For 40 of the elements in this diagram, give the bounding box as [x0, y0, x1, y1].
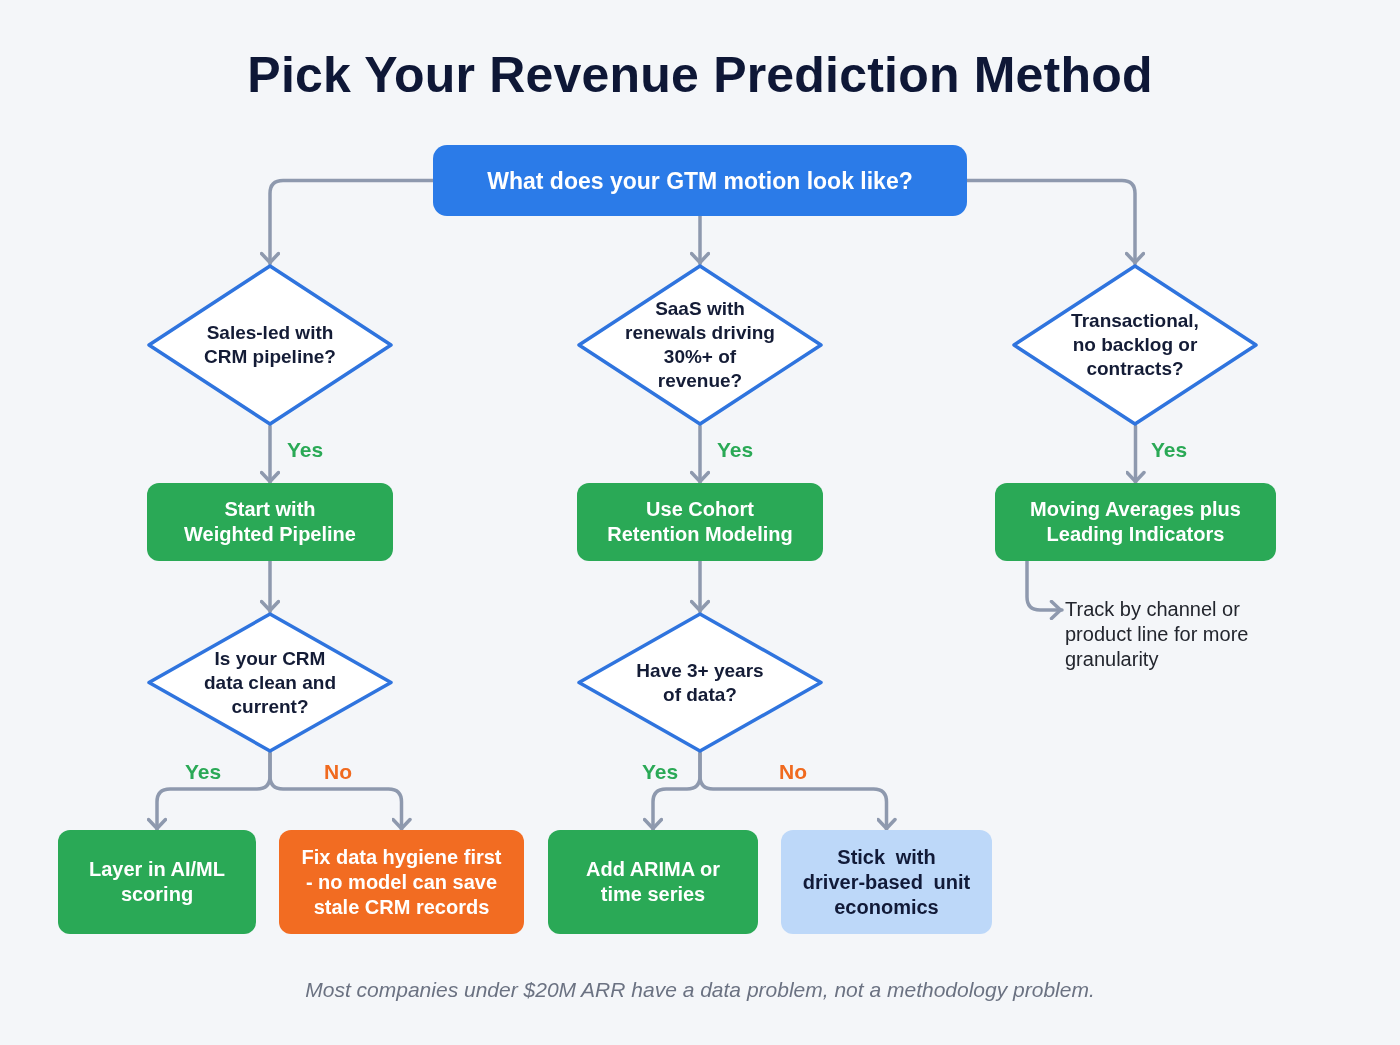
- question-text: Have 3+ years of data?: [635, 658, 765, 707]
- box-text: Start with Weighted Pipeline: [183, 497, 357, 547]
- caption: Most companies under $20M ARR have a data problem, not a methodology problem.: [305, 977, 1095, 1003]
- arrow: [698, 751, 897, 832]
- arrow: [259, 178, 435, 266]
- method-box: [147, 483, 393, 561]
- decision-diamond: [147, 264, 393, 426]
- box-text: Moving Averages plus Leading Indicators: [1029, 497, 1242, 547]
- decision-diamond: [147, 612, 393, 753]
- box-text: Stick with driver-based unit economics: [801, 844, 972, 920]
- box-text: Use Cohort Retention Modeling: [606, 497, 794, 547]
- decision-diamond: [1012, 264, 1258, 426]
- question-text: Sales-led with CRM pipeline?: [203, 321, 337, 369]
- method-box: [577, 483, 823, 561]
- box-text: Add ARIMA or time series: [584, 857, 722, 907]
- arrow: [1025, 559, 1064, 621]
- method-box: [58, 830, 256, 934]
- arrow: [259, 559, 281, 614]
- box-text: Layer in AI/ML scoring: [88, 857, 226, 907]
- arrow: [1125, 424, 1146, 485]
- box-text: What does your GTM motion look like?: [487, 166, 913, 195]
- decision-diamond: [577, 612, 823, 753]
- question-text: Is your CRM data clean and current?: [203, 646, 337, 719]
- start-box: [433, 145, 967, 216]
- question-text: SaaS with renewals driving 30%+ of revenue?: [624, 297, 776, 393]
- method-box: [995, 483, 1276, 561]
- question-text: Transactional, no backlog or contracts?: [1070, 309, 1200, 381]
- arrow: [689, 559, 711, 614]
- arrow: [965, 178, 1146, 266]
- decision-diamond: [577, 264, 823, 426]
- note-text: Track by channel or product line for more granularity: [1065, 597, 1283, 677]
- diagram-title: Pick Your Revenue Prediction Method: [247, 46, 1153, 105]
- method-box: [548, 830, 758, 934]
- arrow: [689, 214, 711, 266]
- warning-box: [279, 830, 524, 934]
- arrow: [268, 751, 412, 832]
- arrow: [689, 424, 711, 485]
- fallback-box: [781, 830, 992, 934]
- arrow: [259, 424, 281, 485]
- box-text: Fix data hygiene first - no model can save stale CRM records: [300, 844, 503, 920]
